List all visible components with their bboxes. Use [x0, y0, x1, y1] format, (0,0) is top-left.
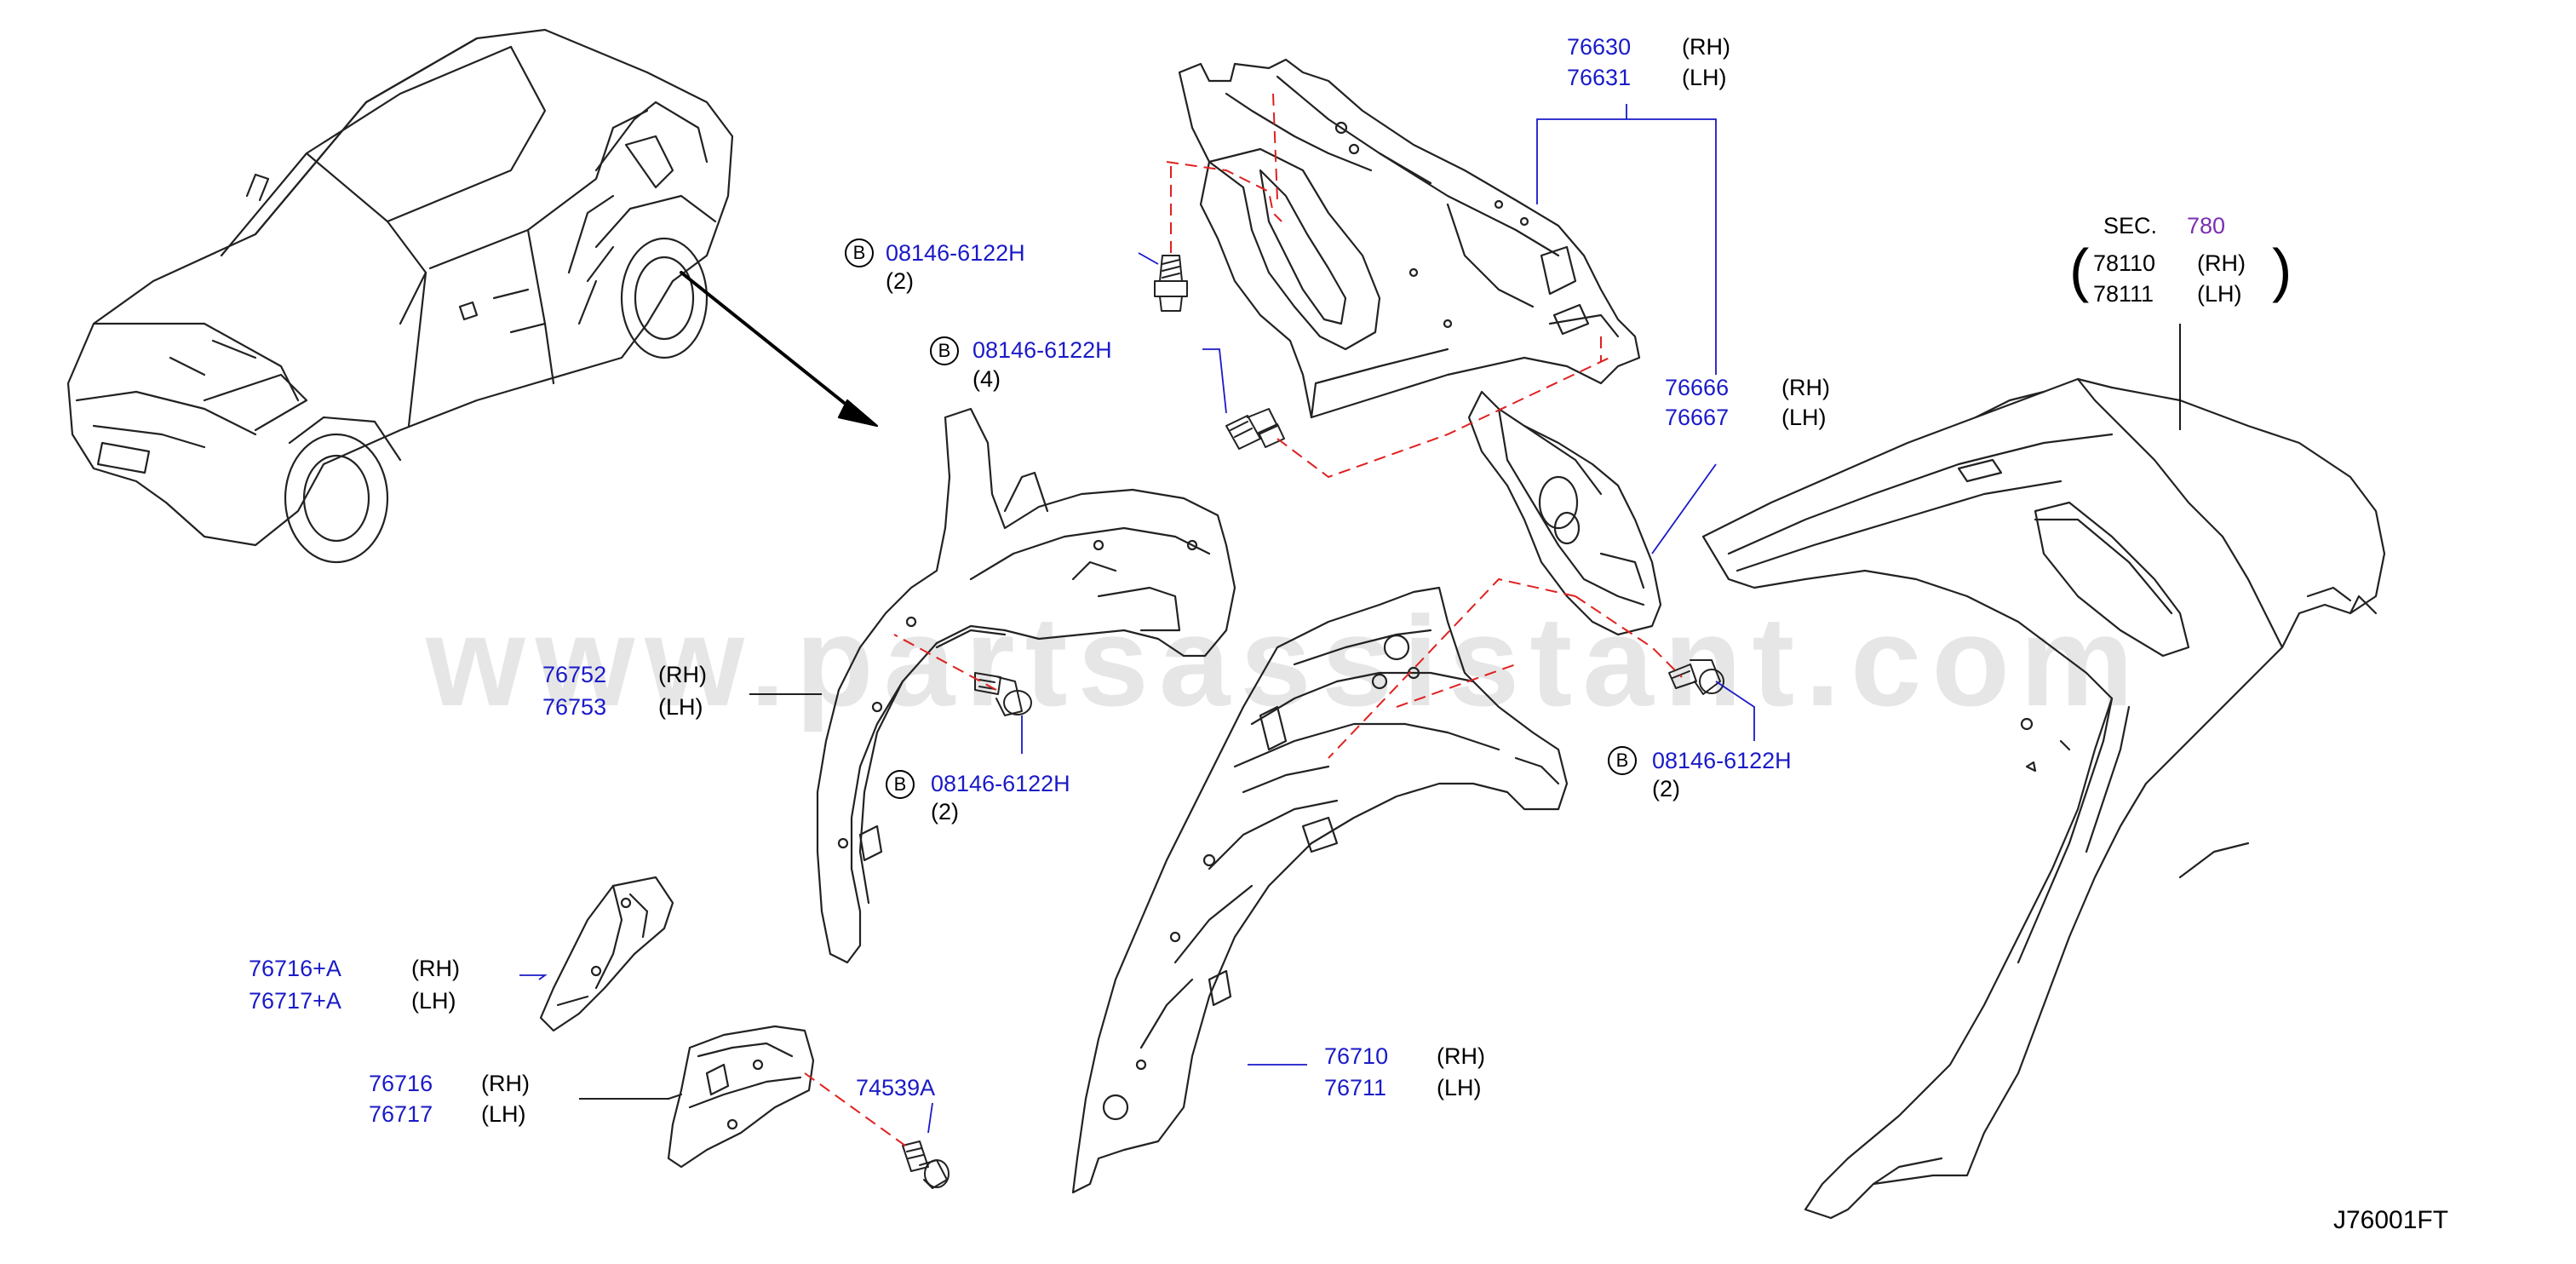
bolt-top — [1154, 255, 1188, 312]
bolt-part-number: 08146-6122H — [886, 240, 1025, 266]
watermark: www.partsassistant.com — [426, 589, 2144, 733]
leader-lines-black — [579, 324, 2181, 1100]
diagram-code: J76001FT — [2333, 1206, 2449, 1234]
bolt-right — [1668, 659, 1724, 695]
alignment-lines — [804, 93, 1683, 1151]
part-number-76631: 76631 — [1567, 65, 1632, 90]
part-76716 — [667, 1025, 815, 1169]
paren-left: ( — [2069, 237, 2090, 303]
bolt-mid-left — [1225, 408, 1285, 450]
side-lh: (LH) — [2197, 281, 2242, 307]
bolt-quantity: (2) — [931, 799, 959, 824]
part-number-76753: 76753 — [542, 694, 607, 720]
bolt-marker-b: B — [1608, 746, 1637, 775]
bolt-wheel — [974, 672, 1032, 716]
side-lh: (LH) — [1437, 1075, 1482, 1100]
side-rh: (RH) — [2197, 250, 2246, 276]
part-76716a — [539, 876, 674, 1032]
bolt-quantity: (2) — [1652, 776, 1680, 801]
bolt-marker-b: B — [930, 336, 959, 365]
side-rh: (RH) — [481, 1071, 530, 1096]
part-number-78111: 78111 — [2093, 281, 2154, 307]
side-lh: (LH) — [411, 988, 456, 1014]
part-number-76752: 76752 — [542, 662, 607, 687]
bolt-marker-b: B — [886, 770, 915, 799]
car-illustration — [66, 28, 734, 564]
bolt-marker-b: B — [845, 238, 874, 267]
bolt-quantity: (4) — [972, 366, 1001, 392]
side-rh: (RH) — [1682, 34, 1730, 60]
paren-right: ) — [2272, 237, 2292, 303]
direction-arrow — [680, 271, 879, 428]
part-76630 — [1178, 58, 1641, 419]
bolt-part-number: 08146-6122H — [1652, 748, 1792, 773]
side-lh: (LH) — [658, 694, 703, 720]
part-number-76667: 76667 — [1665, 405, 1730, 430]
part-number-74539a: 74539A — [856, 1075, 936, 1100]
part-number-76717a: 76717+A — [249, 988, 341, 1014]
side-rh: (RH) — [1437, 1043, 1485, 1069]
part-number-76711: 76711 — [1324, 1075, 1387, 1100]
part-number-76717: 76717 — [369, 1101, 433, 1127]
side-rh: (RH) — [411, 956, 460, 981]
part-number-76716a: 76716+A — [249, 956, 341, 981]
part-76666 — [1467, 390, 1662, 636]
side-lh: (LH) — [1781, 405, 1827, 430]
bolt-quantity: (2) — [886, 268, 914, 294]
part-78110 — [1701, 377, 2386, 1220]
bolt-part-number: 08146-6122H — [931, 771, 1070, 796]
bolt-part-number: 08146-6122H — [972, 337, 1112, 363]
side-rh: (RH) — [1781, 375, 1830, 400]
bolt-74539a — [902, 1140, 950, 1189]
part-76752 — [816, 407, 1236, 964]
part-number-78110: 78110 — [2093, 250, 2156, 276]
bolts — [902, 255, 1724, 1189]
side-lh: (LH) — [1682, 65, 1727, 90]
section-prefix: SEC. — [2103, 213, 2158, 238]
side-lh: (LH) — [481, 1101, 526, 1127]
part-number-76630: 76630 — [1567, 34, 1632, 60]
leader-lines — [519, 104, 1755, 1134]
side-rh: (RH) — [658, 662, 707, 687]
part-number-76666: 76666 — [1665, 375, 1730, 400]
section-number: 780 — [2187, 213, 2226, 238]
part-76710 — [1071, 586, 1569, 1194]
part-number-76716: 76716 — [369, 1071, 433, 1096]
part-number-76710: 76710 — [1324, 1043, 1389, 1069]
